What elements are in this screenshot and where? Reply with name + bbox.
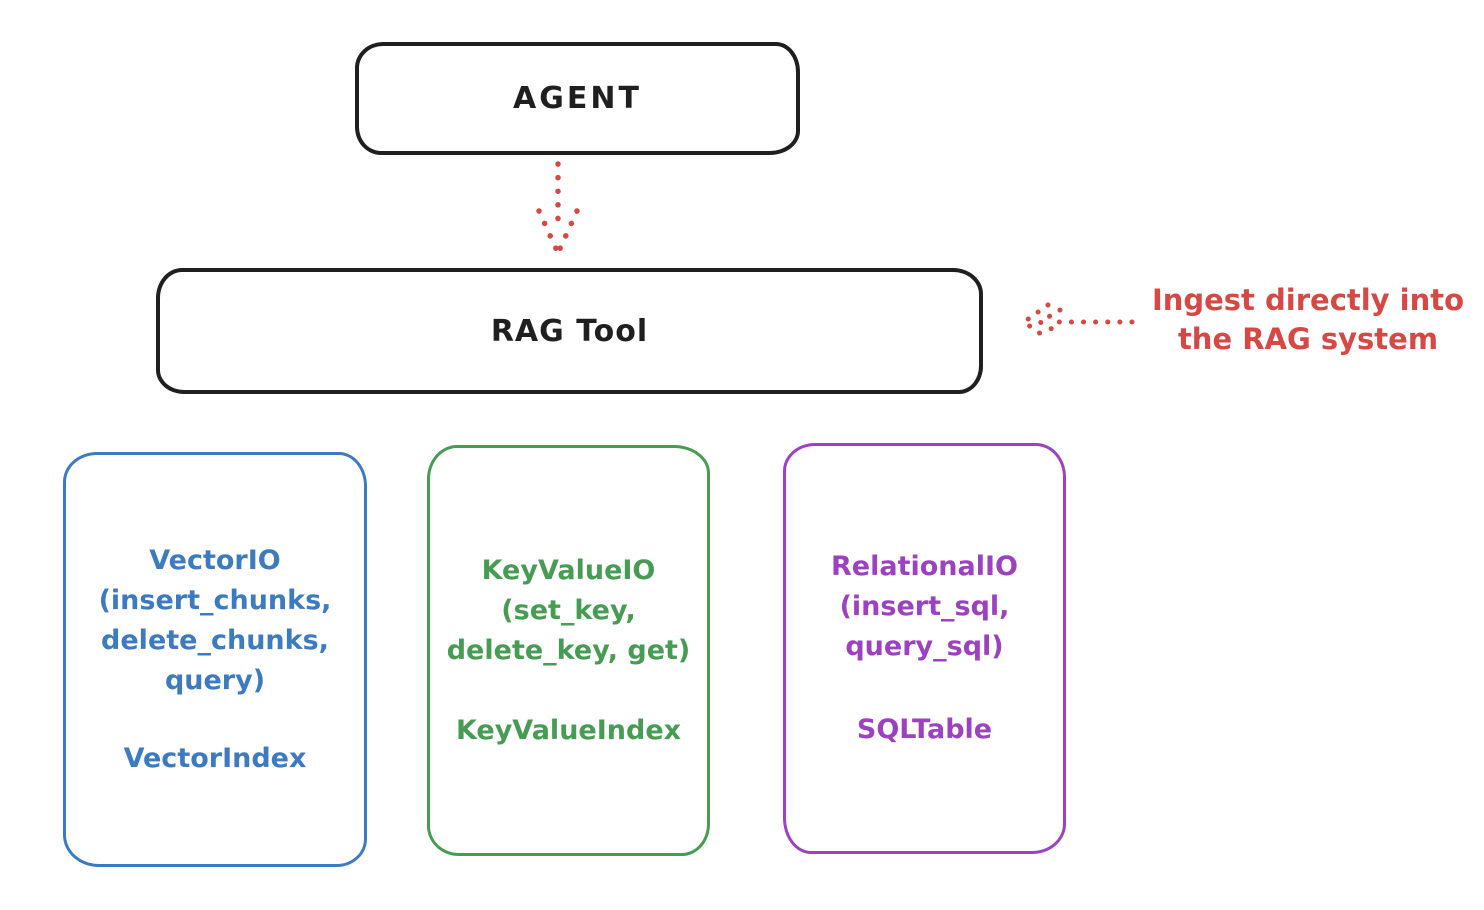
- relational-io-title-line: RelationalIO: [831, 551, 1018, 582]
- rag-tool-label: RAG Tool: [490, 313, 649, 349]
- key-value-io-title-line: KeyValueIO: [481, 555, 656, 586]
- arrow-ingest-into-rag-tool-icon: [1019, 302, 1135, 342]
- agent-label: AGENT: [513, 81, 642, 116]
- annotation-line-1: Ingest directly into: [1151, 283, 1465, 317]
- annotation-line-2: the RAG system: [1177, 322, 1439, 356]
- arrow-agent-to-rag-tool-icon: [536, 161, 580, 256]
- vector-io-footer: VectorIndex: [123, 743, 307, 774]
- vector-io-title-line: delete_chunks,: [101, 625, 329, 656]
- vector-io-title-line: VectorIO: [149, 545, 281, 576]
- node-key-value-io: KeyValueIO (set_key, delete_key, get) Ke…: [427, 445, 710, 856]
- annotation-ingest: Ingest directly into the RAG system: [1140, 281, 1476, 359]
- node-vector-io: VectorIO (insert_chunks, delete_chunks, …: [63, 452, 367, 867]
- vector-io-title-line: query): [164, 665, 266, 696]
- relational-io-title-line: query_sql): [845, 631, 1004, 662]
- node-relational-io: RelationalIO (insert_sql, query_sql) SQL…: [783, 443, 1066, 854]
- relational-io-footer: SQLTable: [856, 714, 993, 745]
- relational-io-title-line: (insert_sql,: [839, 591, 1010, 622]
- vector-io-title-line: (insert_chunks,: [98, 585, 332, 616]
- key-value-io-footer: KeyValueIndex: [455, 715, 682, 746]
- key-value-io-title-line: delete_key, get): [446, 635, 691, 666]
- node-rag-tool: RAG Tool: [156, 268, 983, 394]
- key-value-io-title-line: (set_key,: [501, 595, 636, 626]
- node-agent: AGENT: [355, 42, 800, 155]
